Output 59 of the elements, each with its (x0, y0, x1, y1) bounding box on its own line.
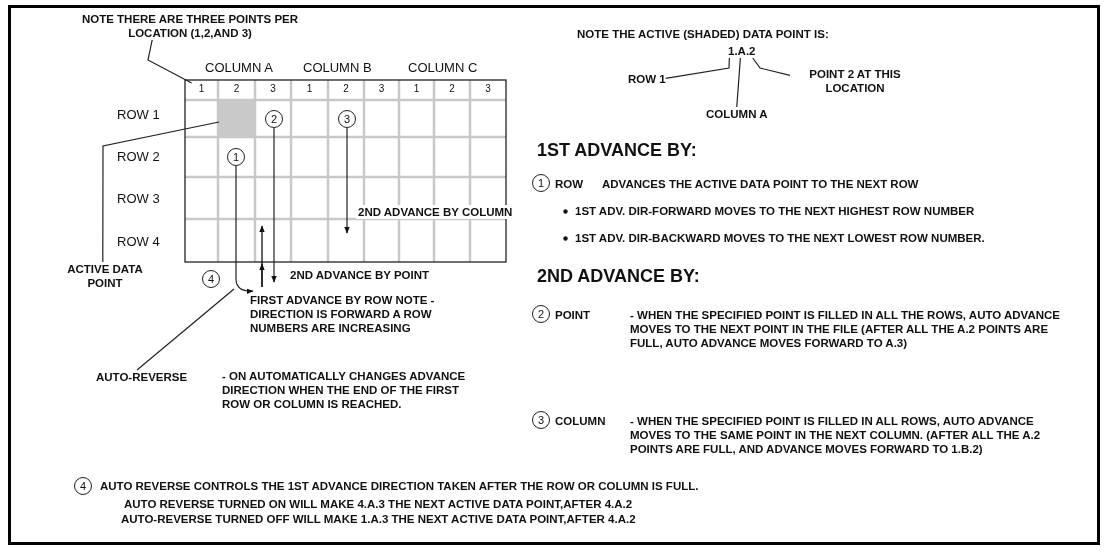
annotation-text: POINT 2 AT THIS LOCATION (790, 67, 920, 95)
column-number: 2 (328, 83, 364, 94)
leader-line (665, 57, 730, 79)
description-text: ADVANCES THE ACTIVE DATA POINT TO THE NEXT ROW (602, 177, 919, 191)
circled-number: 2 (532, 305, 550, 323)
circled-number: 1 (532, 174, 550, 192)
row-label: ROW 3 (117, 192, 160, 206)
bullet-text: 1ST ADV. DIR-FORWARD MOVES TO THE NEXT HIGHEST ROW NUMBER (575, 204, 975, 218)
leader-line (752, 57, 791, 76)
column-label: COLUMN B (303, 61, 372, 75)
section-heading: 2ND ADVANCE BY: (537, 266, 700, 286)
leader-line (147, 39, 193, 84)
column-number: 1 (399, 83, 434, 94)
arrow (235, 165, 254, 294)
row-label: ROW 2 (117, 150, 160, 164)
item-label: POINT (555, 308, 591, 322)
note-text: AUTO-REVERSE TURNED OFF WILL MAKE 1.A.3 THE NEXT ACTIVE DATA POINT,AFTER 4.A.2 (121, 512, 636, 526)
column-number: 3 (364, 83, 399, 94)
row-label: ROW 1 (117, 108, 160, 122)
note-text: AUTO REVERSE TURNED ON WILL MAKE 4.A.3 THE NEXT ACTIVE DATA POINT,AFTER 4.A.2 (124, 497, 633, 511)
arrow (344, 127, 350, 234)
circled-number: 1 (227, 148, 245, 166)
shaded-cell (219, 101, 254, 136)
annotation-text: ACTIVE DATA POINT (50, 262, 160, 290)
row-label: ROW 4 (117, 235, 160, 249)
edge-label: FIRST ADVANCE BY ROW NOTE - DIRECTION IS FORWARD A ROW NUMBERS ARE INCREASING (250, 293, 436, 335)
item-label: ROW (555, 177, 584, 191)
item-label: COLUMN (555, 414, 606, 428)
edge-label: 2ND ADVANCE BY COLUMN (356, 205, 515, 219)
leader-line (136, 288, 235, 371)
leader-line (736, 57, 741, 108)
annotation-text: ROW 1 (628, 72, 666, 86)
note-text: AUTO REVERSE CONTROLS THE 1ST ADVANCE DIRECTION TAKEN AFTER THE ROW OR COLUMN IS FULL. (100, 479, 699, 493)
column-number: 1 (185, 83, 218, 94)
bullet-text: 1ST ADV. DIR-BACKWARD MOVES TO THE NEXT LOWEST ROW NUMBER. (575, 231, 985, 245)
note-text: NOTE THE ACTIVE (SHADED) DATA POINT IS: (577, 27, 829, 41)
code-text: 1.A.2 (728, 44, 756, 58)
section-heading: 1ST ADVANCE BY: (537, 140, 697, 160)
column-label: COLUMN C (408, 61, 478, 75)
annotation-text: COLUMN A (706, 107, 768, 121)
column-label: COLUMN A (205, 61, 273, 75)
circled-number: 3 (532, 411, 550, 429)
column-number: 1 (291, 83, 328, 94)
annotation-text: AUTO-REVERSE (96, 370, 188, 384)
circled-number: 2 (265, 110, 283, 128)
leader-line (102, 121, 220, 263)
note-text: NOTE THERE ARE THREE POINTS PER LOCATION (1,2,AND 3) (55, 12, 325, 40)
circled-number: 4 (74, 477, 92, 495)
circled-number: 4 (202, 270, 220, 288)
description-text: - WHEN THE SPECIFIED POINT IS FILLED IN ALL ROWS, AUTO ADVANCE MOVES TO THE SAME POINT IN THE NEXT COLUMN. (AFTER ALL THE A.2 POINTS ARE FULL, AND ADVANCE MOVES FORWARD TO 1.B.2) (630, 414, 1042, 456)
circled-number: 3 (338, 110, 356, 128)
column-number: 2 (218, 83, 255, 94)
column-number: 2 (434, 83, 470, 94)
column-number: 3 (255, 83, 291, 94)
column-number: 3 (470, 83, 506, 94)
description-text: - ON AUTOMATICALLY CHANGES ADVANCE DIRECTION WHEN THE END OF THE FIRST ROW OR COLUMN IS REACHED. (222, 369, 467, 411)
description-text: - WHEN THE SPECIFIED POINT IS FILLED IN ALL THE ROWS, AUTO ADVANCE MOVES TO THE NEXT POINT IN THE FILE (AFTER ALL THE A.2 POINTS ARE FULL, AUTO ADVANCE MOVES FORWARD TO A.3) (630, 308, 1060, 350)
arrow (271, 127, 277, 283)
edge-label: 2ND ADVANCE BY POINT (290, 268, 430, 282)
